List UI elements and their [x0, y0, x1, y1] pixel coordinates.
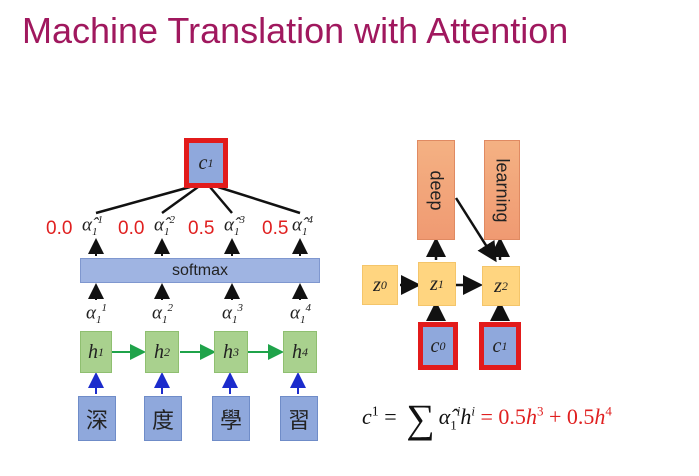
input-char-3: 學 [212, 396, 250, 441]
output-word-label: learning [492, 157, 513, 223]
slide-title: Machine Translation with Attention [22, 10, 569, 51]
attention-hat-3: α̂13 [224, 214, 245, 239]
weight-value: 0.0 [46, 218, 73, 239]
input-char-1: 深 [78, 396, 116, 441]
weight-value: 0.0 [118, 218, 145, 239]
output-word-learning: learning [484, 140, 520, 240]
weight-value: 0.5 [262, 218, 289, 239]
input-char-2: 度 [144, 396, 182, 441]
attention-formula: c1 = ∑α̂1ihi = 0.5h3 + 0.5h4 [362, 396, 612, 441]
attention-score-3: α13 [222, 302, 243, 327]
attention-hat-1: α̂11 [82, 214, 103, 239]
weight-value: 0.5 [188, 218, 215, 239]
attention-hat-2: α̂12 [154, 214, 175, 239]
output-word-label: deep [426, 169, 447, 211]
output-word-deep: deep [417, 140, 455, 240]
attention-score-4: α14 [290, 302, 311, 327]
attention-hat-4: α̂14 [292, 214, 313, 239]
softmax-layer: softmax [80, 258, 320, 283]
input-char-4: 習 [280, 396, 318, 441]
attention-score-2: α12 [152, 302, 173, 327]
attention-score-1: α11 [86, 302, 107, 327]
